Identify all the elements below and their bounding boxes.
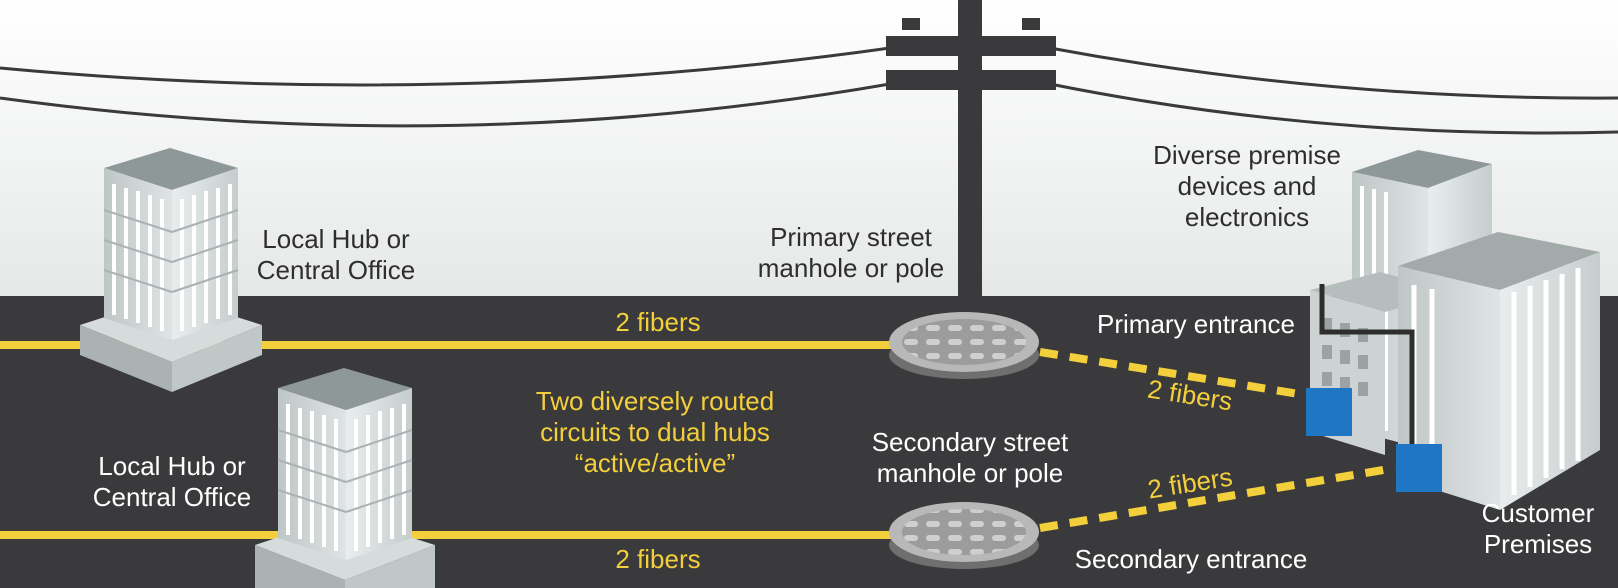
sky-background bbox=[0, 0, 1618, 296]
fiber-bottom-label: 2 fibers bbox=[615, 544, 701, 574]
primary-entrance-label: Primary entrance bbox=[1097, 309, 1295, 339]
fiber-route-bottom bbox=[0, 531, 960, 539]
premise-device-icon bbox=[1396, 444, 1442, 492]
primary-entrance-link bbox=[1039, 348, 1306, 399]
secondary-entrance-link bbox=[1039, 464, 1396, 532]
secondary-entrance-label: Secondary entrance bbox=[1074, 544, 1308, 574]
manhole-cover-icon bbox=[889, 312, 1039, 379]
manhole-cover-icon bbox=[889, 502, 1039, 569]
power-lines bbox=[0, 46, 1618, 135]
office-building-icon bbox=[80, 148, 262, 392]
utility-pole-icon bbox=[886, 0, 1056, 298]
fiber-route-top bbox=[0, 341, 960, 349]
fiber-top-label: 2 fibers bbox=[615, 307, 701, 337]
premise-device-icon bbox=[1306, 388, 1352, 436]
office-building-icon bbox=[255, 368, 435, 588]
